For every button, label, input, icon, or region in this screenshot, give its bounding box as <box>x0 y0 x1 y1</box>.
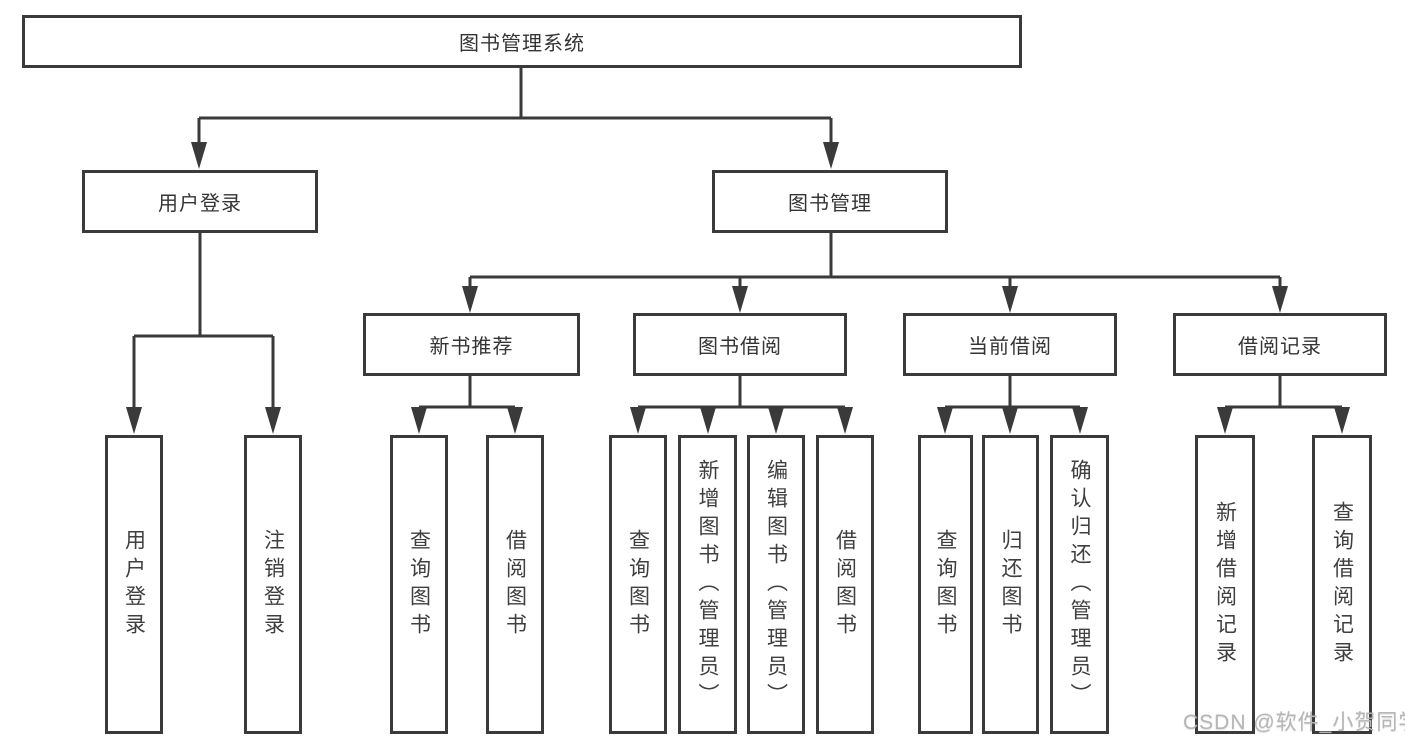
leaf-query-books-current: 查询图书 <box>918 435 973 734</box>
leaf-label: 查询图书 <box>407 528 431 641</box>
leaf-label: 归还图书 <box>999 528 1022 641</box>
leaf-user-login: 用户登录 <box>105 435 163 734</box>
leaf-label: 用户登录 <box>122 528 146 641</box>
leaf-query-books-borrowing: 查询图书 <box>609 435 667 734</box>
node-borrowing-records: 借阅记录 <box>1173 313 1387 376</box>
leaf-borrow-books: 借阅图书 <box>816 435 874 734</box>
leaf-edit-books-admin: 编辑图书（管理员） <box>747 435 805 734</box>
leaf-query-borrow-record: 查询借阅记录 <box>1312 435 1372 734</box>
leaf-label: 查询图书 <box>626 528 650 641</box>
watermark: CSDN @软件_小贺同学 <box>1183 711 1405 734</box>
leaf-label: 查询图书 <box>934 528 957 641</box>
node-label: 图书管理系统 <box>459 33 585 55</box>
leaf-add-books-admin: 新增图书（管理员） <box>678 435 737 734</box>
leaf-logout: 注销登录 <box>244 435 302 734</box>
leaf-query-books-recommend: 查询图书 <box>390 435 448 734</box>
node-label: 借阅记录 <box>1238 336 1322 358</box>
node-label: 图书管理 <box>788 193 872 215</box>
leaf-label: 借阅图书 <box>833 528 857 641</box>
node-current-borrowing: 当前借阅 <box>903 313 1117 376</box>
leaf-confirm-return-admin: 确认归还（管理员） <box>1050 435 1109 734</box>
node-user-login: 用户登录 <box>82 170 318 233</box>
leaf-label: 借阅图书 <box>503 528 527 641</box>
leaf-borrow-books-recommend: 借阅图书 <box>486 435 544 734</box>
node-new-book-recommend: 新书推荐 <box>363 313 580 376</box>
node-label: 新书推荐 <box>429 336 514 358</box>
leaf-return-books: 归还图书 <box>982 435 1039 734</box>
node-label: 用户登录 <box>158 193 242 215</box>
node-library-management-system: 图书管理系统 <box>22 15 1022 68</box>
leaf-label: 注销登录 <box>261 528 285 641</box>
leaf-label: 查询借阅记录 <box>1330 500 1354 669</box>
leaf-label: 新增借阅记录 <box>1213 500 1237 669</box>
node-book-management: 图书管理 <box>712 170 948 233</box>
node-label: 当前借阅 <box>968 336 1052 358</box>
leaf-label: 确认归还（管理员） <box>1068 458 1091 711</box>
node-label: 图书借阅 <box>698 336 782 358</box>
leaf-label: 新增图书（管理员） <box>696 458 719 711</box>
leaf-add-borrow-record: 新增借阅记录 <box>1195 435 1255 734</box>
leaf-label: 编辑图书（管理员） <box>764 458 788 711</box>
node-book-borrowing: 图书借阅 <box>633 313 847 376</box>
